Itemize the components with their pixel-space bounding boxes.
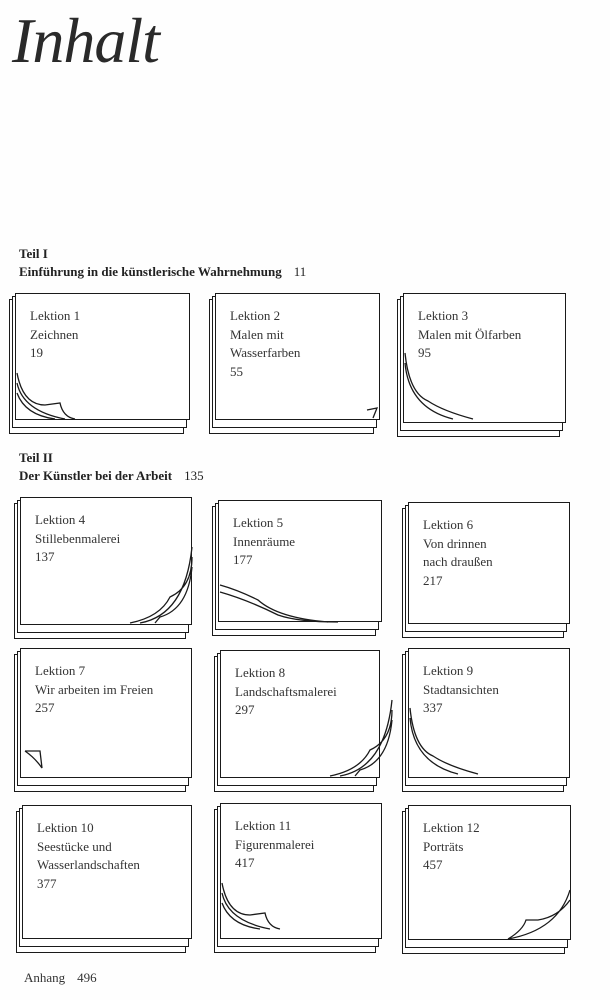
appendix-label: Anhang [24,970,66,985]
lesson-label: Lektion 6 [423,517,474,532]
page-curl-icon [24,750,43,769]
lesson-page: 457 [423,857,443,872]
lesson-card[interactable]: Lektion 4 Stillebenmalerei 137 [14,497,193,639]
lesson-card[interactable]: Lektion 7 Wir arbeiten im Freien 257 [14,648,192,792]
lesson-title: Stillebenmalerei [35,530,121,546]
page-sheet [215,293,380,420]
page-curl-icon [366,407,379,419]
page-curl-icon [507,889,571,940]
page-curl-icon [221,882,281,930]
lesson-title: Seestücke und [37,838,112,854]
lesson-label: Lektion 9 [423,663,474,678]
page-curl-icon [329,699,393,777]
lesson-text: Lektion 11 Figurenmalerei 417 [235,817,314,873]
page-title: Inhalt [12,5,160,76]
lesson-page: 217 [423,572,443,588]
lesson-card[interactable]: Lektion 3 Malen mit Ölfarben 95 [397,293,566,437]
lesson-title: Zeichnen [30,326,79,342]
lesson-page: 95 [418,345,431,360]
page-sheet [20,648,192,778]
appendix-page: 496 [77,970,97,985]
lesson-text: Lektion 3 Malen mit Ölfarben 95 [418,307,521,363]
lesson-card[interactable]: Lektion 1 Zeichnen 19 [9,293,190,434]
lesson-text: Lektion 4 Stillebenmalerei 137 [35,511,120,567]
lesson-card[interactable]: Lektion 8 Landschaftsmalerei 297 [214,650,393,792]
lesson-title: Von drinnen [423,535,487,551]
lesson-text: Lektion 12 Porträts 457 [423,819,480,875]
lesson-title: Porträts [423,838,464,854]
lesson-text: Lektion 8 Landschaftsmalerei 297 [235,664,337,720]
page-sheet [220,803,382,939]
lesson-label: Lektion 3 [418,308,469,323]
lesson-card[interactable]: Lektion 5 Innenräume 177 [212,500,382,636]
lesson-label: Lektion 4 [35,512,86,527]
lesson-title: Malen mit Ölfarben [418,326,522,342]
lesson-title: Stadtansichten [423,681,499,697]
part-label: Teil I [19,246,48,261]
page-sheet [220,650,380,778]
lesson-page: 177 [233,552,253,567]
page-sheet [403,293,566,423]
lesson-text: Lektion 9 Stadtansichten 337 [423,662,499,718]
part-title: Der Künstler bei der Arbeit [19,468,173,483]
lesson-title: Wasserfarben [230,345,301,360]
lesson-label: Lektion 1 [30,308,81,323]
part-1-heading[interactable]: Teil I Einführung in die künstlerische W… [19,245,306,281]
lesson-label: Lektion 8 [235,665,286,680]
lesson-page: 19 [30,345,43,360]
part-title: Einführung in die künstlerische Wahrnehm… [19,264,282,279]
page-curl-icon [404,352,474,420]
lesson-title: Figurenmalerei [235,836,315,852]
page-sheet [218,500,382,622]
lesson-title: nach draußen [423,554,493,569]
lesson-text: Lektion 7 Wir arbeiten im Freien 257 [35,662,153,718]
lesson-label: Lektion 10 [37,820,94,835]
part-page: 135 [184,468,204,483]
part-label: Teil II [19,450,53,465]
lesson-title: Wasserlandschaften [37,857,140,872]
page-sheet [408,805,571,940]
lesson-text: Lektion 1 Zeichnen 19 [30,307,80,363]
lesson-page: 417 [235,855,255,870]
lesson-page: 137 [35,549,55,564]
lesson-title: Wir arbeiten im Freien [35,681,154,697]
lesson-page: 55 [230,363,243,379]
lesson-card[interactable]: Lektion 12 Porträts 457 [402,805,571,954]
page-sheet [20,497,192,625]
part-page: 11 [293,264,307,279]
lesson-card[interactable]: Lektion 9 Stadtansichten 337 [402,648,570,792]
lesson-page: 257 [35,700,55,715]
page-curl-icon [16,372,76,420]
page-curl-icon [129,546,193,624]
lesson-label: Lektion 11 [235,818,292,833]
lesson-text: Lektion 5 Innenräume 177 [233,514,295,570]
lesson-page: 377 [37,875,57,891]
lesson-label: Lektion 7 [35,663,86,678]
page-curl-icon [409,707,479,775]
lesson-label: Lektion 12 [423,820,480,835]
appendix-entry[interactable]: Anhang 496 [24,970,97,986]
lesson-label: Lektion 5 [233,515,284,530]
page-sheet [408,648,570,778]
lesson-text: Lektion 6 Von drinnen nach draußen 217 [423,516,493,590]
lesson-title: Landschaftsmalerei [235,683,337,699]
page-curl-icon [219,584,339,623]
lesson-title: Innenräume [233,533,296,549]
lesson-page: 337 [423,700,443,715]
part-2-heading[interactable]: Teil II Der Künstler bei der Arbeit 135 [19,449,204,485]
page-sheet [408,502,570,624]
page-sheet [22,805,192,939]
lesson-card[interactable]: Lektion 11 Figurenmalerei 417 [214,803,382,953]
lesson-card[interactable]: Lektion 6 Von drinnen nach draußen 217 [402,502,570,638]
page-sheet [15,293,190,420]
lesson-title: Malen mit [230,326,284,342]
lesson-label: Lektion 2 [230,308,281,323]
lesson-page: 297 [235,702,255,717]
